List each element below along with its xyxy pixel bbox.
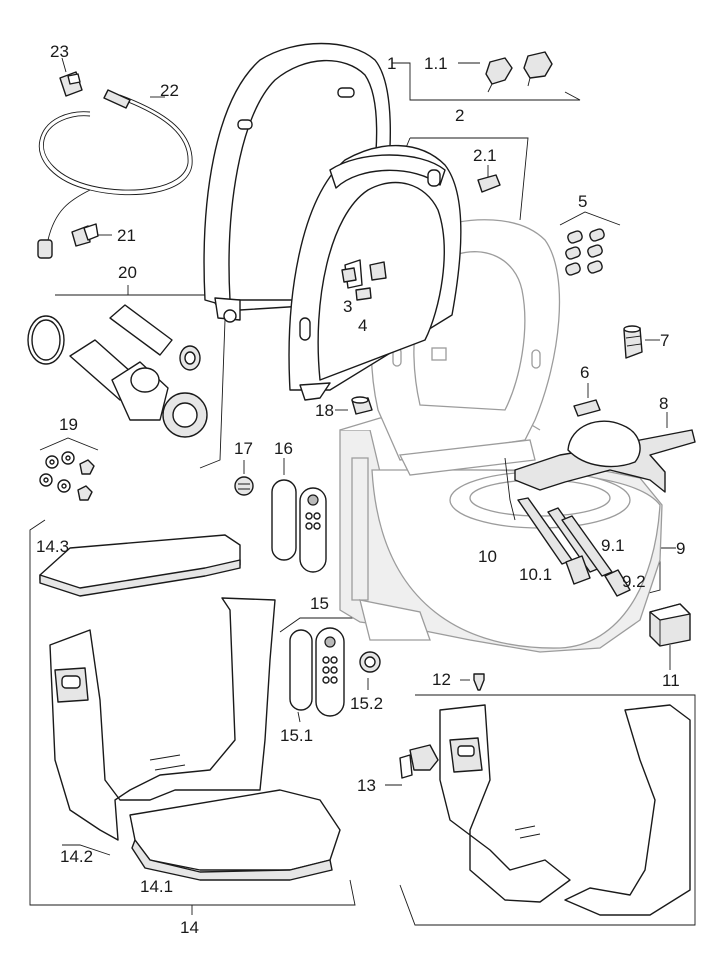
label-11: 11 [662,671,680,690]
label-23: 23 [50,42,69,61]
label-21: 21 [117,226,136,245]
label-15-2: 15.2 [350,694,384,713]
label-10: 10 [478,547,497,566]
side-panels-part [399,704,691,916]
label-2: 2 [455,106,465,125]
label-17: 17 [234,439,253,458]
angle-valve-part [71,223,99,247]
label-3: 3 [343,297,353,316]
hinge-pieces-part [341,261,387,301]
label-15: 15 [310,594,329,613]
screw-part [473,673,485,691]
label-14-2: 14.2 [60,847,94,866]
label-15-1: 15.1 [280,726,314,745]
label-19: 19 [59,415,78,434]
pin-6-part [573,399,601,417]
pin-part [477,174,501,193]
label-14-1: 14.1 [140,877,174,896]
hose-fitting-part [59,71,83,97]
label-12: 12 [432,670,451,689]
label-22: 22 [160,81,179,100]
label-7: 7 [660,331,670,350]
mounting-bracket-part [514,420,696,493]
nozzle-assembly-part [504,457,631,597]
label-13: 13 [357,776,376,795]
label-4: 4 [358,316,368,335]
filter-cube-part [649,603,691,647]
label-9: 9 [676,539,686,558]
label-6: 6 [580,363,590,382]
fitting-part [351,396,373,415]
label-18: 18 [315,401,334,420]
knob-part [234,476,254,496]
remote-holder-part [271,479,327,573]
label-1-1: 1.1 [424,54,448,73]
remote-controls-part [289,627,381,717]
hinge-clips-part [485,51,553,93]
label-1: 1 [387,54,397,73]
drain-pipe-set-part [27,304,208,438]
shell-part [39,534,341,881]
label-14-3: 14.3 [36,537,70,556]
hose-part [37,89,193,259]
label-5: 5 [578,192,588,211]
label-9-2: 9.2 [622,572,646,591]
label-20: 20 [118,263,137,282]
label-10-1: 10.1 [519,565,553,584]
washers-nuts-part [39,451,95,501]
label-16: 16 [274,439,293,458]
label-2-1: 2.1 [473,146,497,165]
label-9-1: 9.1 [601,536,625,555]
label-8: 8 [659,394,669,413]
connector-part [623,325,643,359]
label-14: 14 [180,918,199,937]
buffers-part [565,228,605,276]
